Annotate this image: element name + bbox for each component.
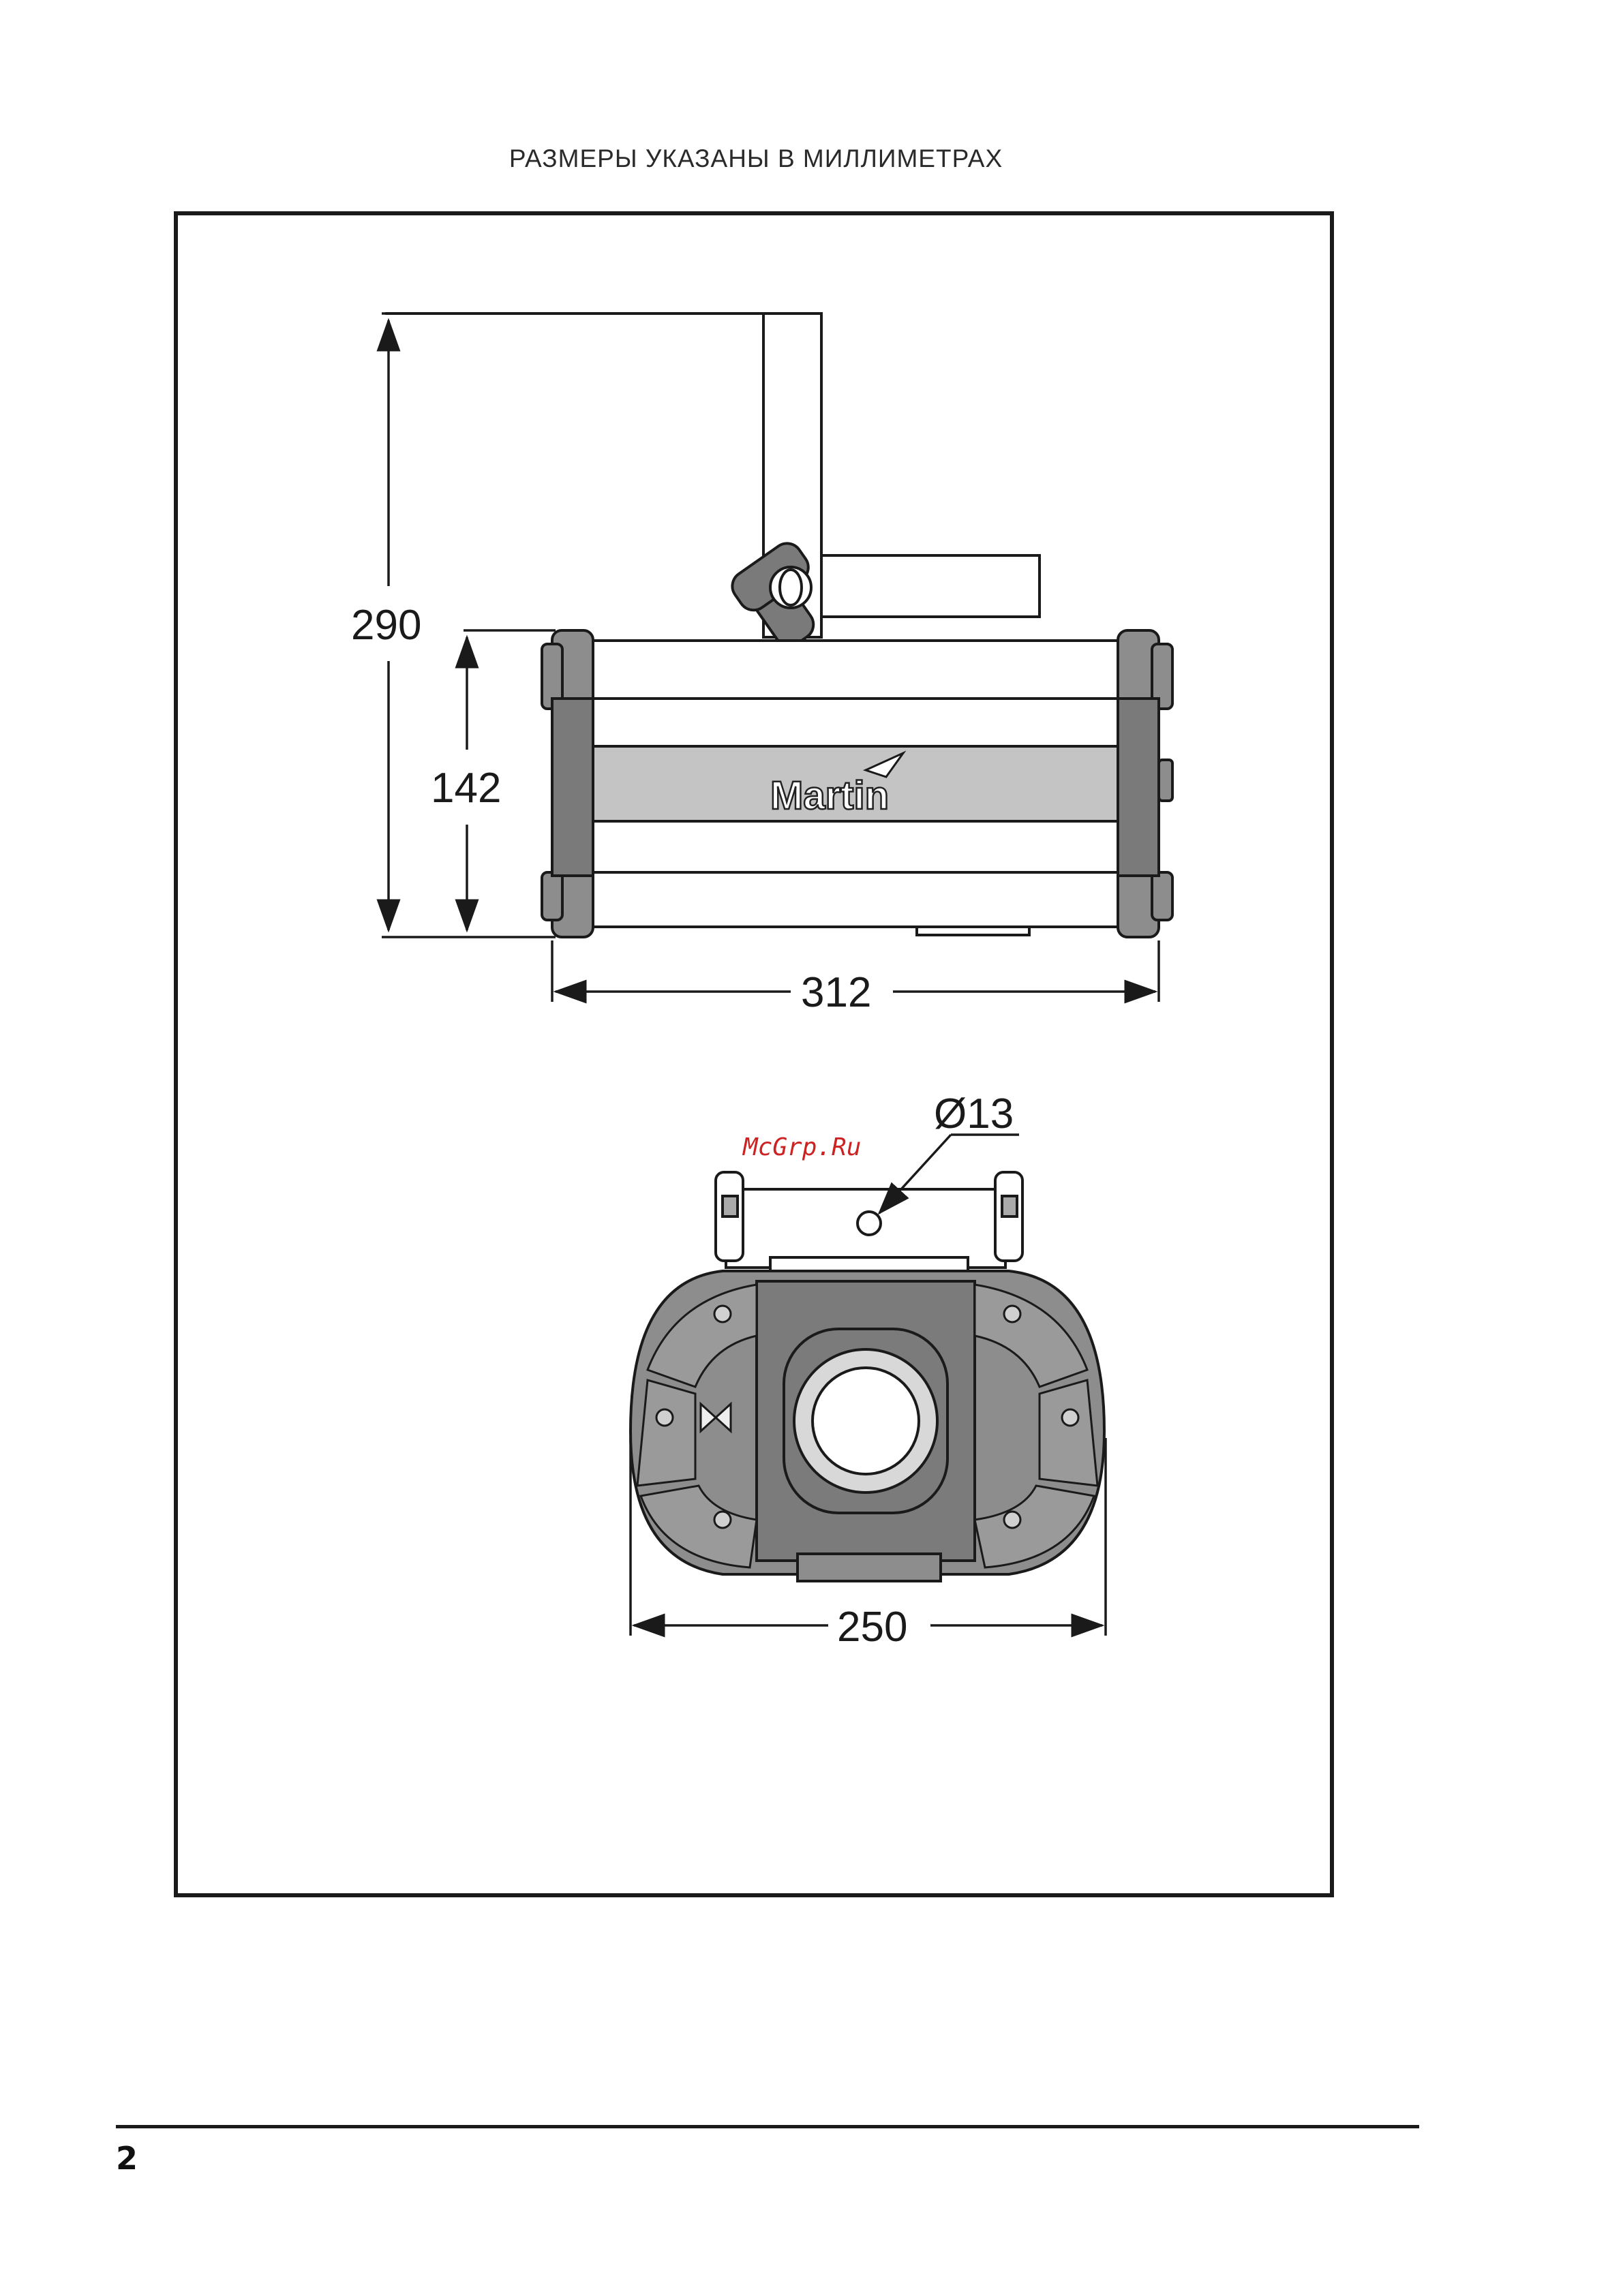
- page-number: 2: [116, 2140, 138, 2177]
- front-view: [631, 1172, 1104, 1581]
- end-cap-right: [1118, 630, 1172, 937]
- dimension-body-height: 142: [431, 765, 501, 812]
- dimension-total-height: 290: [351, 602, 421, 649]
- end-cap-left: [542, 630, 593, 937]
- martin-logo: Martin: [770, 774, 889, 818]
- side-view: [385, 313, 1172, 937]
- footer-rule: [116, 2125, 1419, 2128]
- dimension-length: 312: [801, 969, 871, 1016]
- dimension-width: 250: [837, 1604, 907, 1651]
- dimension-hole-diameter: Ø13: [934, 1090, 1014, 1137]
- watermark: McGrp.Ru: [742, 1133, 861, 1161]
